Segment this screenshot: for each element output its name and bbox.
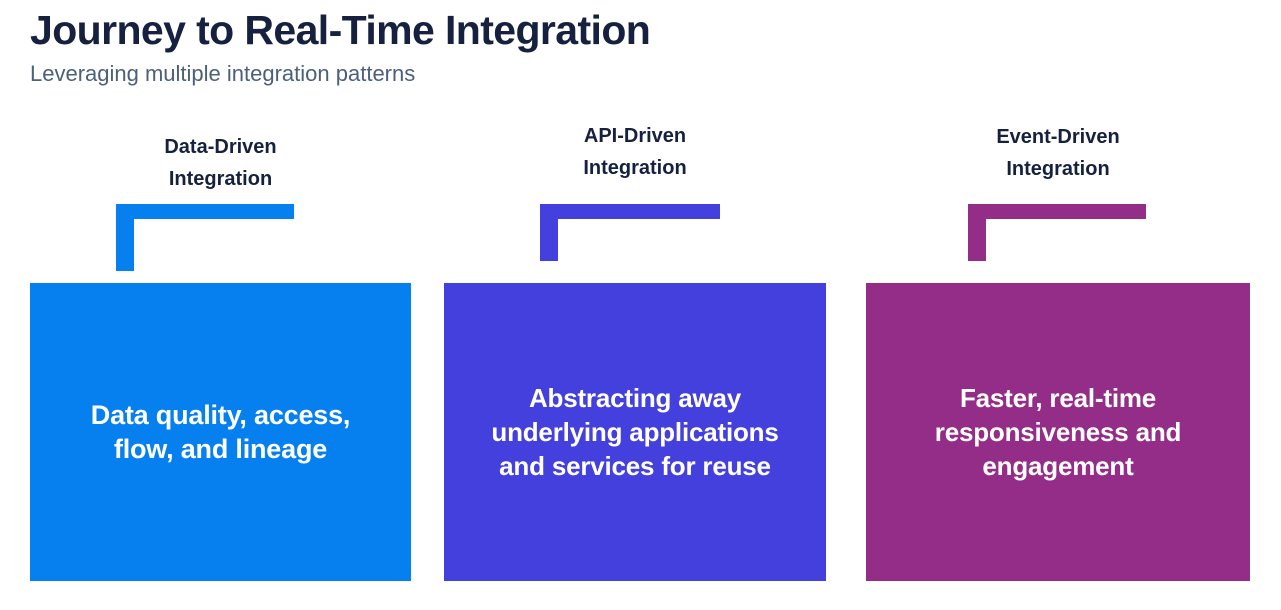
column-data-driven: Data-Driven Integration Data quality, ac… bbox=[30, 0, 411, 610]
bracket-stem-icon bbox=[116, 204, 134, 271]
page-subtitle: Leveraging multiple integration patterns bbox=[30, 61, 416, 86]
column-heading-data-driven: Data-Driven Integration bbox=[164, 136, 277, 190]
card-data-driven[interactable]: Data quality, access, flow, and lineage bbox=[30, 283, 411, 581]
card-text-event-driven: Faster, real-time responsiveness and eng… bbox=[934, 383, 1182, 481]
bracket-arm-icon bbox=[116, 204, 294, 219]
card-api-driven[interactable]: Abstracting away underlying applications… bbox=[444, 283, 826, 581]
bracket-arm-icon bbox=[540, 204, 720, 219]
bracket-stem-icon bbox=[968, 204, 986, 261]
card-text-data-driven: Data quality, access, flow, and lineage bbox=[90, 400, 351, 464]
bracket-stem-icon bbox=[540, 204, 558, 261]
card-event-driven[interactable]: Faster, real-time responsiveness and eng… bbox=[866, 283, 1250, 581]
bracket-arm-icon bbox=[968, 204, 1146, 219]
column-event-driven: Event-Driven Integration Faster, real-ti… bbox=[866, 0, 1250, 610]
slide-header: Journey to Real-Time Integration Leverag… bbox=[30, 4, 1230, 88]
column-heading-api-driven: API-Driven Integration bbox=[583, 125, 687, 179]
column-heading-event-driven: Event-Driven Integration bbox=[996, 126, 1120, 180]
page-title: Journey to Real-Time Integration bbox=[30, 7, 651, 53]
column-api-driven: API-Driven Integration Abstracting away … bbox=[444, 0, 826, 610]
card-text-api-driven: Abstracting away underlying applications… bbox=[491, 383, 779, 481]
